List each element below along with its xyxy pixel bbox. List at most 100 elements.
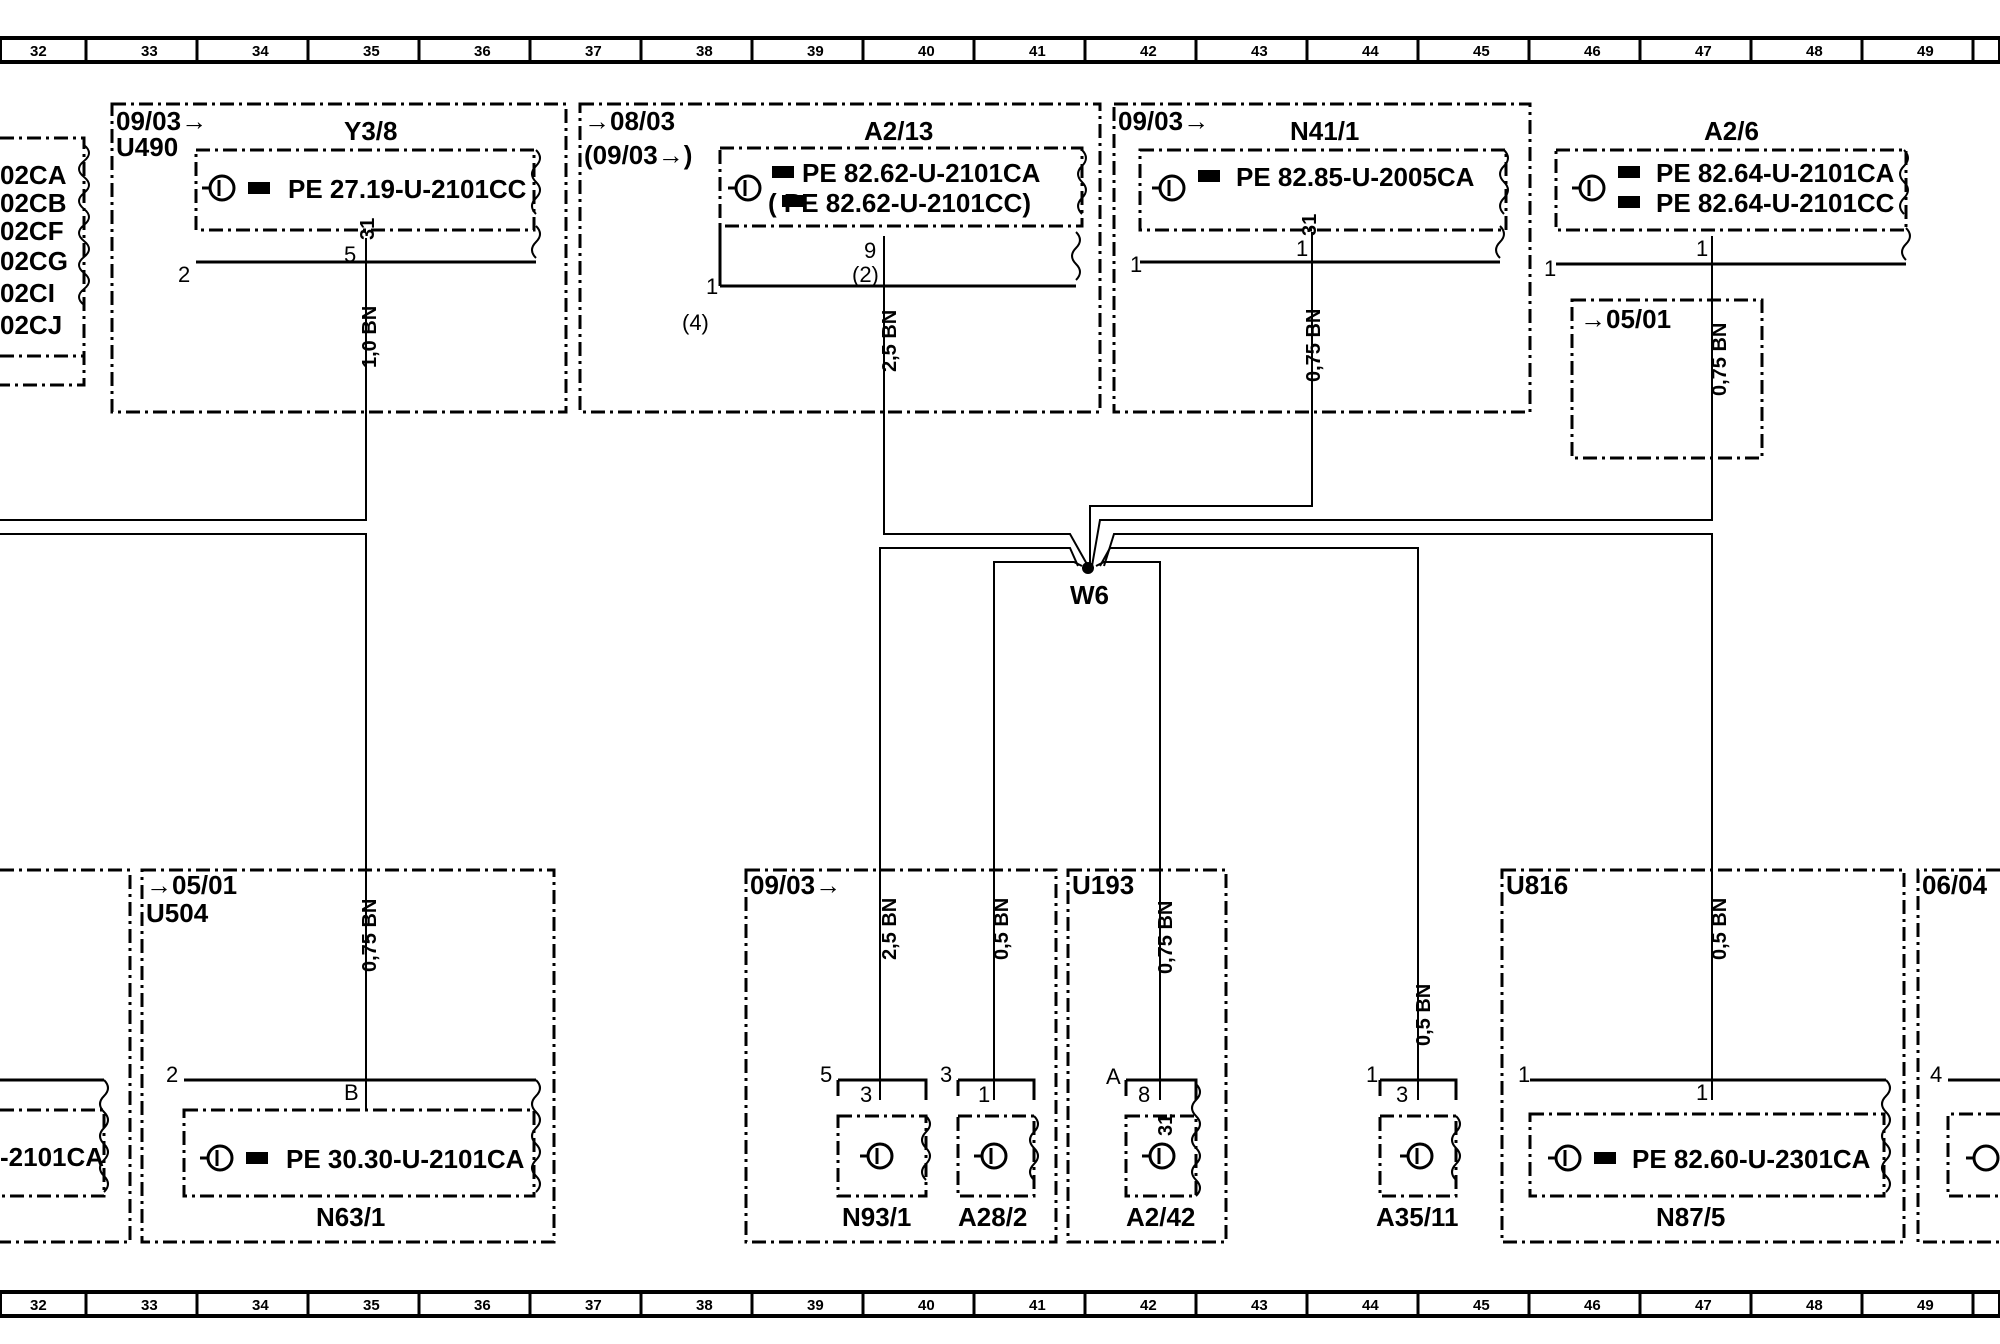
ruler-number: 36 (474, 43, 491, 60)
ruler-number: 40 (918, 1297, 935, 1314)
outer-pin: 5 (820, 1062, 832, 1087)
ruler-number: 32 (30, 1297, 47, 1314)
component-a28-2: 3 1 A28/2 (940, 1062, 1039, 1232)
code-label: 02CF (0, 216, 64, 246)
wire-label: 2,5 BN (879, 898, 901, 960)
wire-label: 0,5 BN (1413, 984, 1435, 1046)
wire-label: 0,75 BN (1303, 309, 1325, 382)
document-icon (246, 1152, 268, 1164)
ground-icon (1142, 1142, 1176, 1170)
wire-label: 0,75 BN (359, 899, 381, 972)
component-name: A2/6 (1704, 116, 1759, 146)
pin-number: 9 (864, 238, 876, 263)
right-partial-component: 06/04 4 (1916, 868, 2000, 1244)
ruler-number: 40 (918, 43, 935, 60)
pe-reference: PE 82.62-U-2101CA (802, 158, 1041, 188)
ground-icon (1966, 1144, 2000, 1172)
code-label: 02CB (0, 188, 66, 218)
ruler-number: 43 (1251, 1297, 1268, 1314)
pe-reference: PE 82.60-U-2301CA (1632, 1144, 1871, 1174)
date-label: →05/01 (146, 870, 237, 900)
pe-reference: ( PE 82.62-U-2101CC) (768, 188, 1031, 218)
component-n87-5: U816 0,5 BN PE 82.60-U-2301CA 1 1 N87/5 (1500, 868, 1906, 1244)
date-label: 09/03→ (1118, 106, 1209, 136)
ruler-number: 43 (1251, 43, 1268, 60)
outer-pin: 1 (1518, 1062, 1530, 1087)
ground-icon (728, 174, 762, 202)
ruler-number: 49 (1917, 43, 1934, 60)
ruler-number: 48 (1806, 43, 1823, 60)
document-icon (248, 182, 270, 194)
wire-label: 0,75 BN (1155, 901, 1177, 974)
pin-number: 1 (978, 1082, 990, 1107)
document-icon (1618, 166, 1640, 208)
ruler-number: 46 (1584, 1297, 1601, 1314)
component-name: N93/1 (842, 1202, 911, 1232)
pe-reference: -2101CA (0, 1142, 104, 1172)
ruler-number: 38 (696, 43, 713, 60)
pe-reference: PE 27.19-U-2101CC (288, 174, 527, 204)
ruler-number: 32 (30, 43, 47, 60)
variant-label: U504 (146, 898, 209, 928)
pin-number: B (344, 1080, 359, 1105)
ruler-number: 45 (1473, 43, 1490, 60)
pin-number: 1 (1696, 1080, 1708, 1105)
date-label: →05/01 (1580, 304, 1671, 334)
ruler-number: 41 (1029, 1297, 1046, 1314)
wire-label: 2,5 BN (879, 310, 901, 372)
component-name: N87/5 (1656, 1202, 1725, 1232)
date-label: (09/03→) (584, 140, 692, 170)
ruler-number: 36 (474, 1297, 491, 1314)
pe-reference: PE 30.30-U-2101CA (286, 1144, 525, 1174)
ruler-number: 33 (141, 1297, 158, 1314)
component-n93-1: 5 3 N93/1 (820, 1062, 931, 1232)
component-name: A35/11 (1376, 1202, 1458, 1232)
outer-pin: 1 (1544, 256, 1556, 281)
outer-pin: 1 (1366, 1062, 1378, 1087)
component-a2-13: →08/03 (09/03→) A2/13 PE 82.62-U-2101CA … (578, 102, 1102, 414)
date-label: 09/03→ (750, 870, 841, 900)
ground-icon (860, 1142, 894, 1170)
ruler-number: 39 (807, 1297, 824, 1314)
component-name: N63/1 (316, 1202, 385, 1232)
date-label: 09/03→ (116, 106, 207, 136)
left-partial-lower-component: -2101CA (0, 868, 132, 1244)
component-group-n93-1-a28-2: 09/03→ 2,5 BN 0,5 BN (744, 868, 1058, 1244)
wire-label: 1,0 BN (359, 306, 381, 368)
component-a2-42: U193 0,75 BN A 8 31 A2/42 (1066, 868, 1228, 1244)
outer-pin: 4 (1930, 1062, 1942, 1087)
code-label: 02CG (0, 246, 68, 276)
ruler-number: 35 (363, 1297, 380, 1314)
wire-label: 0,5 BN (991, 898, 1013, 960)
ruler-number: 42 (1140, 43, 1157, 60)
pin-number: 1 (1296, 236, 1308, 261)
splice-label: W6 (1070, 580, 1109, 610)
ruler-number: 34 (252, 1297, 269, 1314)
outer-pin-alt: (4) (682, 310, 709, 335)
component-name: A2/13 (864, 116, 933, 146)
ruler-number: 38 (696, 1297, 713, 1314)
component-name: A2/42 (1126, 1202, 1195, 1232)
terminal-label: 31 (1299, 214, 1321, 236)
date-label: 06/04 (1922, 870, 1988, 900)
ground-icon (1400, 1142, 1434, 1170)
component-name: N41/1 (1290, 116, 1359, 146)
document-icon (1198, 170, 1220, 182)
date-label: →08/03 (584, 106, 675, 136)
ruler-number: 45 (1473, 1297, 1490, 1314)
ground-icon (1572, 174, 1606, 202)
pin-number: 3 (860, 1082, 872, 1107)
terminal-label: 31 (1155, 1114, 1177, 1136)
outer-pin: 2 (178, 262, 190, 287)
outer-pin: A (1106, 1064, 1121, 1089)
ground-icon (202, 174, 236, 202)
variant-label: U490 (116, 132, 178, 162)
ground-icon (974, 1142, 1008, 1170)
ruler-number: 34 (252, 43, 269, 60)
pe-reference: PE 82.64-U-2101CC (1656, 188, 1895, 218)
component-n63-1: →05/01 U504 PE 30.30-U-2101CA 2 B N63/1 … (140, 868, 556, 1244)
pin-number: 5 (344, 242, 356, 267)
